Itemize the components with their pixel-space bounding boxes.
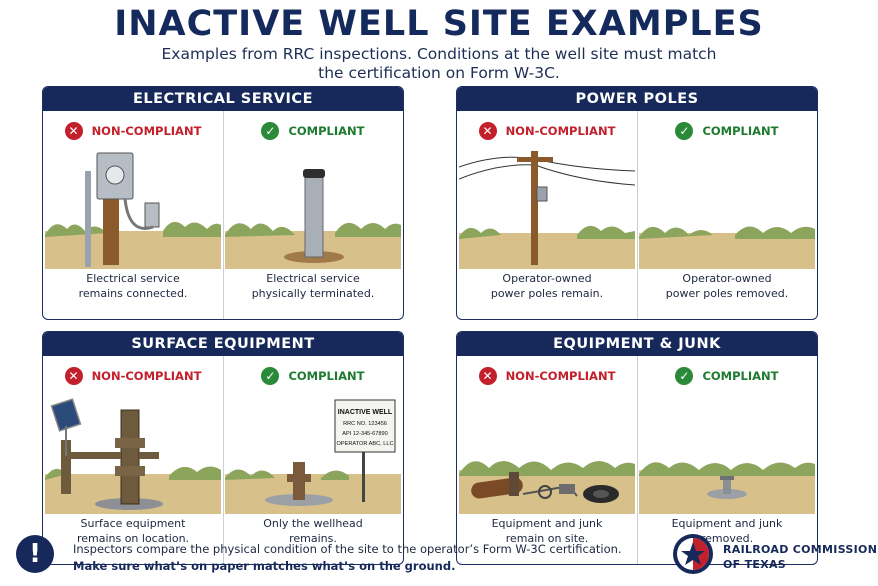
page-subtitle: Examples from RRC inspections. Condition…: [0, 45, 878, 83]
caption-line: Equipment and junk: [671, 517, 783, 530]
sign-line-3: API 12-345-67890: [342, 431, 387, 437]
right-caption: Only the wellhead remains.: [227, 516, 399, 546]
status-label: NON-COMPLIANT: [91, 124, 202, 138]
panel-title: EQUIPMENT & JUNK: [457, 332, 817, 356]
compliant-status: ✓ COMPLIANT: [637, 120, 817, 142]
check-circle-icon: ✓: [675, 367, 694, 385]
caption-line: remain on site.: [505, 532, 589, 545]
panel-surface-equipment: SURFACE EQUIPMENT ✕ NON-COMPLIANT Surfac…: [42, 331, 404, 565]
compliant-status: ✓ COMPLIANT: [637, 365, 817, 387]
surface-equipment-illustration: [45, 398, 221, 514]
organization-name: RAILROAD COMMISSION: [723, 543, 878, 556]
x-circle-icon: ✕: [478, 367, 497, 385]
sign-line-4: OPERATOR ABC, LLC: [337, 441, 394, 447]
caption-line: Only the wellhead: [263, 517, 363, 530]
compliant-status: ✓ COMPLIANT: [223, 120, 403, 142]
compliant-status: ✓ COMPLIANT: [223, 365, 403, 387]
electrical-terminated-illustration: [225, 169, 401, 269]
status-label: NON-COMPLIANT: [91, 369, 202, 383]
caption-line: Electrical service: [266, 272, 360, 285]
caption-line: power poles removed.: [665, 287, 789, 300]
left-caption: Operator-owned power poles remain.: [461, 271, 633, 301]
status-label: NON-COMPLIANT: [505, 369, 616, 383]
subtitle-line-2: the certification on Form W-3C.: [318, 64, 560, 82]
power-pole-illustration: [459, 151, 635, 269]
non-compliant-status: ✕ NON-COMPLIANT: [457, 365, 637, 387]
compliant-column: ✓ COMPLIANT INACTIVE WELL RRC NO. 123456…: [223, 356, 403, 564]
panel-power-poles: POWER POLES ✕ NON-COMPLIANT Operator-own…: [456, 86, 818, 320]
sign-line-2: RRC NO. 123456: [343, 421, 387, 427]
non-compliant-column: ✕ NON-COMPLIANT Electrical service remai…: [43, 111, 224, 319]
electrical-connected-illustration: [45, 152, 221, 269]
status-label: COMPLIANT: [702, 369, 779, 383]
sign-line-1: INACTIVE WELL: [338, 409, 393, 416]
caption-line: remains.: [289, 532, 337, 545]
non-compliant-status: ✕ NON-COMPLIANT: [457, 120, 637, 142]
check-circle-icon: ✓: [675, 122, 694, 140]
status-label: COMPLIANT: [702, 124, 779, 138]
compliant-column: ✓ COMPLIANT Electrical service physicall…: [223, 111, 403, 319]
texas-star-logo: [673, 534, 713, 574]
right-caption: Equipment and junk removed.: [641, 516, 813, 546]
junk-on-site-illustration: [459, 461, 635, 514]
caption-line: remains connected.: [78, 287, 188, 300]
status-label: COMPLIANT: [288, 124, 365, 138]
footer-note: Inspectors compare the physical conditio…: [73, 542, 622, 556]
panel-equipment-junk: EQUIPMENT & JUNK ✕ NON-COMPLIANT Equipme…: [456, 331, 818, 565]
x-circle-icon: ✕: [64, 122, 83, 140]
x-circle-icon: ✕: [64, 367, 83, 385]
left-caption: Surface equipment remains on location.: [47, 516, 219, 546]
x-circle-icon: ✕: [478, 122, 497, 140]
compliant-column: ✓ COMPLIANT Equipment and junk removed.: [637, 356, 817, 564]
right-caption: Electrical service physically terminated…: [227, 271, 399, 301]
left-caption: Equipment and junk remain on site.: [461, 516, 633, 546]
status-label: NON-COMPLIANT: [505, 124, 616, 138]
check-circle-icon: ✓: [261, 367, 280, 385]
caption-line: physically terminated.: [251, 287, 375, 300]
exclamation-icon: !: [16, 535, 54, 573]
caption-line: Operator-owned: [682, 272, 772, 285]
left-caption: Electrical service remains connected.: [47, 271, 219, 301]
caption-line: Equipment and junk: [491, 517, 603, 530]
wellhead-with-sign-illustration: INACTIVE WELL RRC NO. 123456 API 12-345-…: [225, 399, 401, 514]
caption-line: Operator-owned: [502, 272, 592, 285]
non-compliant-status: ✕ NON-COMPLIANT: [43, 365, 223, 387]
non-compliant-column: ✕ NON-COMPLIANT Surface equipment remain…: [43, 356, 224, 564]
non-compliant-column: ✕ NON-COMPLIANT Equipment and junk remai…: [457, 356, 638, 564]
caption-line: Electrical service: [86, 272, 180, 285]
panel-electrical-service: ELECTRICAL SERVICE ✕ NON-COMPLIANT Elect…: [42, 86, 404, 320]
right-caption: Operator-owned power poles removed.: [641, 271, 813, 301]
caption-line: remains on location.: [76, 532, 190, 545]
organization-name-line-2: OF TEXAS: [723, 558, 787, 571]
poles-removed-illustration: [639, 226, 815, 269]
caption-line: Surface equipment: [80, 517, 186, 530]
site-cleared-illustration: [639, 462, 815, 514]
subtitle-line-1: Examples from RRC inspections. Condition…: [161, 45, 717, 63]
caption-line: power poles remain.: [490, 287, 604, 300]
panel-title: SURFACE EQUIPMENT: [43, 332, 403, 356]
check-circle-icon: ✓: [261, 122, 280, 140]
compliant-column: ✓ COMPLIANT Operator-owned power poles r…: [637, 111, 817, 319]
status-label: COMPLIANT: [288, 369, 365, 383]
non-compliant-status: ✕ NON-COMPLIANT: [43, 120, 223, 142]
caption-line: removed.: [700, 532, 754, 545]
panel-title: POWER POLES: [457, 87, 817, 111]
footer-emphasis: Make sure what’s on paper matches what’s…: [73, 559, 456, 573]
non-compliant-column: ✕ NON-COMPLIANT Operator-owned power pol…: [457, 111, 638, 319]
panel-title: ELECTRICAL SERVICE: [43, 87, 403, 111]
page-title: INACTIVE WELL SITE EXAMPLES: [114, 4, 764, 44]
